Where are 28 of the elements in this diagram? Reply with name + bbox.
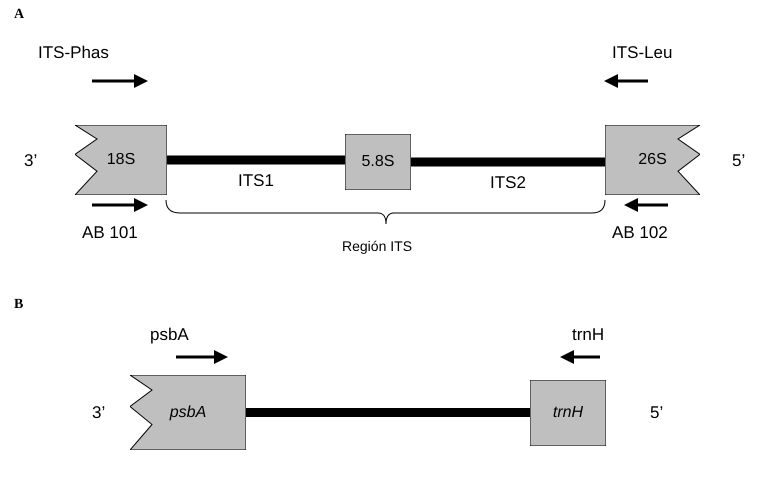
strand-end-label: 3’ xyxy=(24,150,38,172)
strand-end-label: 5’ xyxy=(650,402,664,424)
gene-name: 18S xyxy=(106,150,136,170)
dna-strand-line xyxy=(246,408,530,417)
primer-name: ITS-Phas xyxy=(38,42,109,64)
edge-label: ITS1 xyxy=(238,170,274,192)
primer-name: AB 102 xyxy=(612,222,668,244)
strand-end-label: 3’ xyxy=(92,402,106,424)
gene-name: trnH xyxy=(552,403,584,423)
gene-box xyxy=(530,380,606,446)
strand-end-label: 5’ xyxy=(732,150,746,172)
gene-name: 26S xyxy=(638,150,667,170)
dna-strand-line xyxy=(167,156,345,164)
gene-box xyxy=(605,125,700,195)
panel-label: B xyxy=(14,296,24,314)
primer-name: ITS-Leu xyxy=(612,42,672,64)
gene-box xyxy=(345,134,411,190)
dna-strand-line xyxy=(411,158,605,166)
gene-box xyxy=(75,125,167,195)
gene-box xyxy=(130,375,246,450)
gene-name: psbA xyxy=(170,402,206,422)
primer-name: AB 101 xyxy=(82,222,138,244)
primer-name: trnH xyxy=(572,324,604,346)
gene-name: 5.8S xyxy=(362,152,394,172)
edge-label: ITS2 xyxy=(490,172,526,194)
region-label: Región ITS xyxy=(342,237,412,256)
panel-label: A xyxy=(14,6,24,24)
primer-name: psbA xyxy=(150,324,189,346)
